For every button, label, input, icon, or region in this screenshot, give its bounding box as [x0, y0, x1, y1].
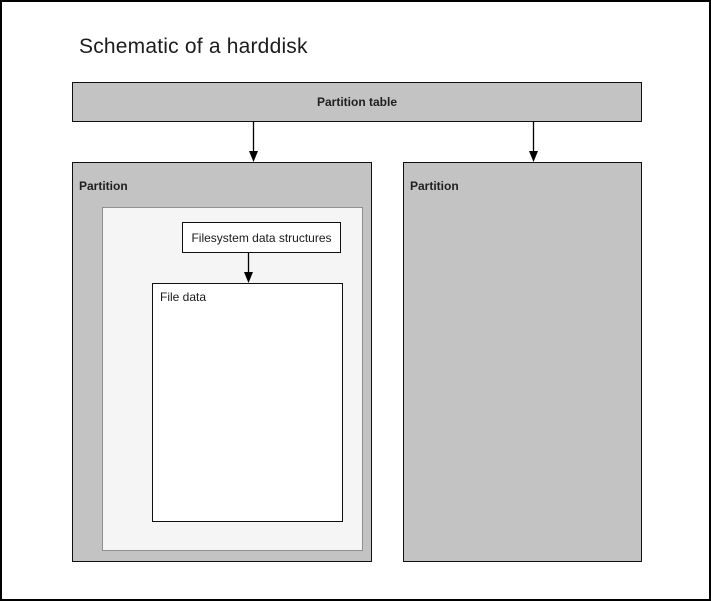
filesystem-data-structures-box: Filesystem data structures: [182, 222, 341, 253]
arrow-table-to-right-partition: [529, 122, 538, 162]
arrow-table-to-left-partition: [249, 122, 258, 162]
partition-table-box: Partition table: [72, 82, 642, 122]
file-data-box: File data: [152, 283, 343, 522]
partition-table-label: Partition table: [316, 95, 397, 109]
file-data-label: File data: [160, 290, 207, 304]
left-partition-label: Partition: [79, 179, 128, 193]
filesystem-data-structures-label: Filesystem data structures: [191, 230, 332, 245]
diagram-title: Schematic of a harddisk: [79, 35, 308, 58]
arrow-structures-to-file-data: [244, 253, 253, 283]
right-partition-label: Partition: [410, 179, 459, 193]
right-partition-box: Partition: [403, 162, 642, 562]
